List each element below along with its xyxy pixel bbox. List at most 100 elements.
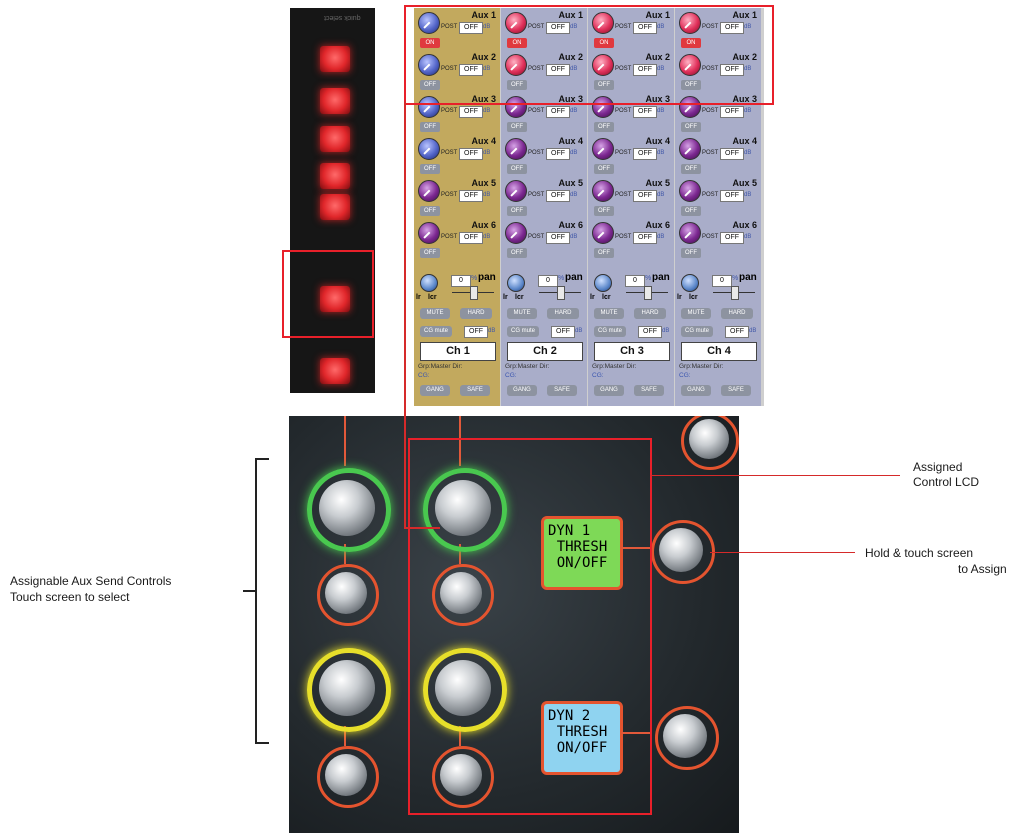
mute-button[interactable]: MUTE bbox=[594, 308, 624, 319]
aux-send-knob-icon[interactable] bbox=[592, 54, 614, 76]
channel-name[interactable]: Ch 2 bbox=[507, 342, 583, 361]
safe-button[interactable]: SAFE bbox=[721, 385, 751, 396]
aux-on-off-button[interactable]: OFF bbox=[507, 122, 527, 132]
aux-send-knob-icon[interactable] bbox=[679, 96, 701, 118]
aux-on-off-button[interactable]: ON bbox=[507, 38, 527, 48]
quick-select-button-5[interactable] bbox=[320, 194, 350, 220]
hard-button[interactable]: HARD bbox=[634, 308, 666, 319]
aux-on-off-button[interactable]: OFF bbox=[507, 80, 527, 90]
aux-on-off-button[interactable]: ON bbox=[420, 38, 440, 48]
cg-mute-button[interactable]: CG mute bbox=[507, 326, 539, 337]
quick-select-button-7[interactable] bbox=[320, 358, 350, 384]
aux-on-off-button[interactable]: OFF bbox=[594, 164, 614, 174]
aux-on-off-button[interactable]: OFF bbox=[507, 248, 527, 258]
aux-send-knob-icon[interactable] bbox=[418, 12, 440, 34]
cg-level-field[interactable]: OFF bbox=[464, 326, 488, 338]
channel-name[interactable]: Ch 3 bbox=[594, 342, 670, 361]
safe-button[interactable]: SAFE bbox=[634, 385, 664, 396]
pan-knob-icon[interactable] bbox=[420, 274, 438, 292]
quick-select-button-4[interactable] bbox=[320, 163, 350, 189]
aux-send-knob-icon[interactable] bbox=[505, 54, 527, 76]
aux-level-field[interactable]: OFF bbox=[633, 190, 657, 202]
aux-send-knob-2[interactable] bbox=[435, 480, 491, 536]
quick-select-button-6[interactable] bbox=[320, 286, 350, 312]
aux-send-knob-icon[interactable] bbox=[418, 180, 440, 202]
assign-button-2[interactable] bbox=[663, 714, 707, 758]
aux-level-field[interactable]: OFF bbox=[459, 106, 483, 118]
aux-send-knob-1[interactable] bbox=[319, 480, 375, 536]
hard-button[interactable]: HARD bbox=[547, 308, 579, 319]
aux-send-knob-icon[interactable] bbox=[505, 138, 527, 160]
pan-knob-icon[interactable] bbox=[681, 274, 699, 292]
gang-button[interactable]: GANG bbox=[507, 385, 537, 396]
channel-name[interactable]: Ch 1 bbox=[420, 342, 496, 361]
aux-on-off-button[interactable]: OFF bbox=[594, 122, 614, 132]
aux-send-knob-icon[interactable] bbox=[592, 180, 614, 202]
aux-on-off-button[interactable]: OFF bbox=[507, 206, 527, 216]
gang-button[interactable]: GANG bbox=[594, 385, 624, 396]
lr-label[interactable]: lr bbox=[677, 294, 682, 301]
aux-send-knob-icon[interactable] bbox=[505, 180, 527, 202]
aux-level-field[interactable]: OFF bbox=[633, 148, 657, 160]
cg-level-field[interactable]: OFF bbox=[551, 326, 575, 338]
aux-level-field[interactable]: OFF bbox=[459, 232, 483, 244]
aux-on-off-button[interactable]: ON bbox=[681, 38, 701, 48]
pan-slider-thumb[interactable] bbox=[557, 286, 565, 300]
cg-level-field[interactable]: OFF bbox=[725, 326, 749, 338]
aux-on-off-button[interactable]: OFF bbox=[420, 80, 440, 90]
assigned-control-lcd-2[interactable]: DYN 2 THRESH ON/OFF bbox=[541, 701, 623, 775]
aux-on-off-button[interactable]: OFF bbox=[681, 206, 701, 216]
aux-send-knob-icon[interactable] bbox=[592, 12, 614, 34]
aux-on-off-button[interactable]: OFF bbox=[594, 248, 614, 258]
gang-button[interactable]: GANG bbox=[681, 385, 711, 396]
lcr-label[interactable]: lcr bbox=[689, 294, 698, 301]
pan-slider-thumb[interactable] bbox=[470, 286, 478, 300]
aux-level-field[interactable]: OFF bbox=[459, 64, 483, 76]
lr-label[interactable]: lr bbox=[590, 294, 595, 301]
aux-level-field[interactable]: OFF bbox=[720, 148, 744, 160]
aux-send-knob-icon[interactable] bbox=[679, 138, 701, 160]
aux-on-off-button[interactable]: OFF bbox=[594, 80, 614, 90]
aux-level-field[interactable]: OFF bbox=[720, 106, 744, 118]
cg-level-field[interactable]: OFF bbox=[638, 326, 662, 338]
aux-send-knob-icon[interactable] bbox=[679, 180, 701, 202]
aux-on-off-button[interactable]: OFF bbox=[420, 206, 440, 216]
aux-level-field[interactable]: OFF bbox=[546, 190, 570, 202]
pan-slider-thumb[interactable] bbox=[644, 286, 652, 300]
mute-button[interactable]: MUTE bbox=[681, 308, 711, 319]
lr-label[interactable]: lr bbox=[416, 294, 421, 301]
lcr-label[interactable]: lcr bbox=[602, 294, 611, 301]
cg-mute-button[interactable]: CG mute bbox=[681, 326, 713, 337]
lcr-label[interactable]: lcr bbox=[515, 294, 524, 301]
aux-send-knob-icon[interactable] bbox=[418, 54, 440, 76]
pan-knob-icon[interactable] bbox=[507, 274, 525, 292]
quick-select-button-2[interactable] bbox=[320, 88, 350, 114]
pan-knob-icon[interactable] bbox=[594, 274, 612, 292]
aux-on-off-button[interactable]: OFF bbox=[507, 164, 527, 174]
aux-push-button-1[interactable] bbox=[325, 572, 367, 614]
aux-level-field[interactable]: OFF bbox=[633, 232, 657, 244]
safe-button[interactable]: SAFE bbox=[460, 385, 490, 396]
aux-send-knob-icon[interactable] bbox=[592, 138, 614, 160]
aux-push-button-4[interactable] bbox=[440, 754, 482, 796]
rotary-knob-top[interactable] bbox=[689, 419, 729, 459]
hard-button[interactable]: HARD bbox=[721, 308, 753, 319]
lcr-label[interactable]: lcr bbox=[428, 294, 437, 301]
aux-level-field[interactable]: OFF bbox=[546, 22, 570, 34]
aux-send-knob-icon[interactable] bbox=[679, 12, 701, 34]
quick-select-button-1[interactable] bbox=[320, 46, 350, 72]
pan-value-field[interactable]: 0 bbox=[451, 275, 471, 287]
quick-select-button-3[interactable] bbox=[320, 126, 350, 152]
aux-send-knob-icon[interactable] bbox=[418, 222, 440, 244]
safe-button[interactable]: SAFE bbox=[547, 385, 577, 396]
aux-on-off-button[interactable]: OFF bbox=[420, 122, 440, 132]
aux-on-off-button[interactable]: OFF bbox=[420, 164, 440, 174]
aux-send-knob-icon[interactable] bbox=[418, 96, 440, 118]
aux-send-knob-icon[interactable] bbox=[505, 96, 527, 118]
aux-send-knob-icon[interactable] bbox=[505, 222, 527, 244]
aux-on-off-button[interactable]: OFF bbox=[681, 248, 701, 258]
aux-level-field[interactable]: OFF bbox=[633, 106, 657, 118]
aux-level-field[interactable]: OFF bbox=[720, 64, 744, 76]
aux-push-button-3[interactable] bbox=[325, 754, 367, 796]
aux-level-field[interactable]: OFF bbox=[459, 22, 483, 34]
